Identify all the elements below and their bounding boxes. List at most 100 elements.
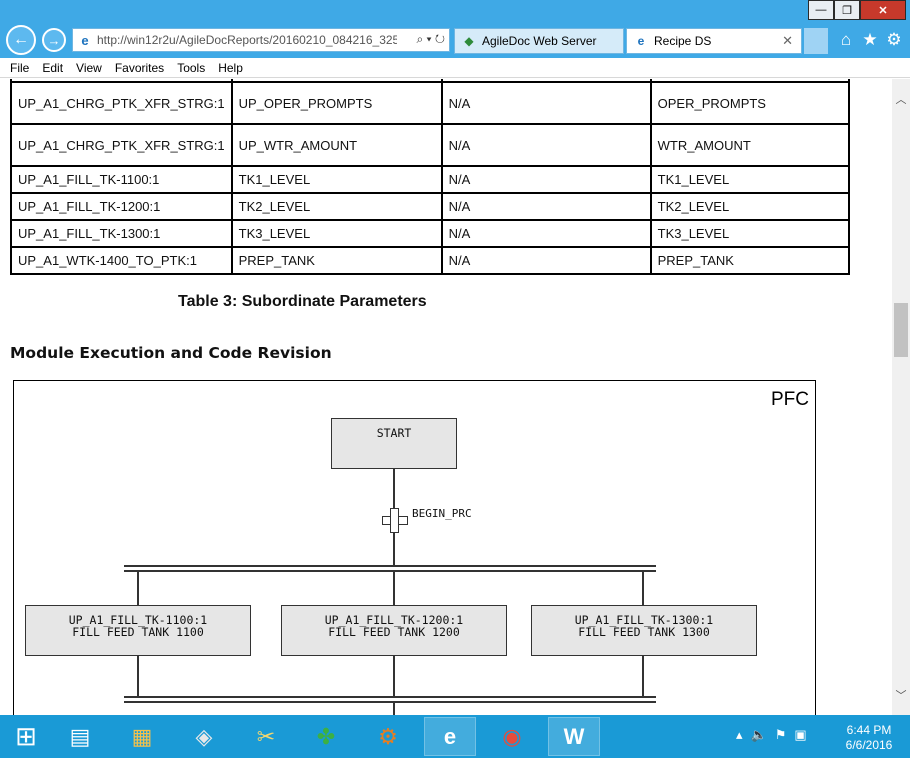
- tools-icon[interactable]: ✂: [256, 723, 276, 749]
- back-button[interactable]: ←: [6, 25, 36, 55]
- step-label: START: [376, 426, 412, 440]
- address-actions[interactable]: ⌕ ▾ ↻: [416, 32, 445, 46]
- menu-tools[interactable]: Tools: [177, 60, 206, 75]
- table-cell: TK1_LEVEL: [649, 165, 851, 194]
- pfc-connector: [393, 703, 395, 715]
- pfc-start-step[interactable]: START: [331, 418, 457, 469]
- table-cell: TK3_LEVEL: [230, 219, 443, 248]
- table-cell: PREP_TANK: [230, 246, 443, 275]
- menu-view[interactable]: View: [76, 60, 102, 75]
- table-cell: UP_OPER_PROMPTS: [230, 81, 443, 125]
- pfc-diagram: PFC START BEGIN_PRC UP_A1_FILL_TK-1100:1…: [13, 380, 816, 715]
- table-row: UP_A1_FILL_TK-1100:1 TK1_LEVEL N/A TK1_L…: [10, 165, 851, 194]
- pfc-label: PFC: [771, 389, 809, 410]
- table-cell: UP_A1_FILL_TK-1300:1: [10, 219, 233, 248]
- menu-edit[interactable]: Edit: [42, 60, 64, 75]
- windows-start-icon[interactable]: ⊞: [15, 721, 37, 751]
- table-cell: UP_A1_CHRG_PTK_XFR_STRG:1: [10, 81, 233, 125]
- pfc-divergence-bar: [124, 570, 656, 572]
- deltav-icon[interactable]: ✤: [316, 723, 336, 749]
- table-cell: N/A: [440, 81, 652, 125]
- pfc-connector: [393, 656, 395, 696]
- section-heading: Module Execution and Code Revision: [10, 344, 332, 362]
- network-icon[interactable]: ⚑: [774, 727, 787, 742]
- file-explorer-icon[interactable]: ▦: [131, 723, 153, 749]
- table-cell: TK3_LEVEL: [649, 219, 851, 248]
- forward-arrow-icon: →: [47, 32, 61, 48]
- step-description: FILL FEED TANK 1100: [72, 625, 204, 639]
- table-cell: UP_WTR_AMOUNT: [230, 123, 443, 167]
- close-window-button[interactable]: ✕: [860, 0, 906, 20]
- pfc-connector: [137, 656, 139, 696]
- table-cell: N/A: [440, 246, 652, 275]
- menu-bar: File Edit View Favorites Tools Help: [0, 58, 910, 78]
- table-cell: UP_A1_CHRG_PTK_XFR_STRG:1: [10, 123, 233, 167]
- pfc-divergence-bar: [124, 565, 656, 567]
- scroll-thumb[interactable]: [894, 303, 908, 357]
- agiledoc-icon: ◆: [464, 34, 474, 48]
- table-row: UP_A1_CHRG_PTK_XFR_STRG:1 UP_OPER_PROMPT…: [10, 81, 851, 125]
- table-cell: TK1_LEVEL: [230, 165, 443, 194]
- scroll-down-icon[interactable]: ﹀: [895, 690, 907, 702]
- address-url[interactable]: http://win12r2u/AgileDocReports/20160210…: [97, 33, 397, 47]
- table-cell: OPER_PROMPTS: [649, 81, 851, 125]
- table-row: UP_A1_CHRG_PTK_XFR_STRG:1 UP_WTR_AMOUNT …: [10, 123, 851, 167]
- table-cell: UP_A1_FILL_TK-1200:1: [10, 192, 233, 221]
- menu-help[interactable]: Help: [218, 60, 243, 75]
- table-cell: N/A: [440, 165, 652, 194]
- table-cell: N/A: [440, 219, 652, 248]
- word-icon[interactable]: W: [548, 717, 600, 756]
- tab-close-icon[interactable]: ✕: [782, 33, 793, 48]
- pfc-connector: [642, 656, 644, 696]
- server-manager-icon[interactable]: ▤: [69, 723, 91, 749]
- step-description: FILL FEED TANK 1200: [328, 625, 460, 639]
- system-tray: ▴ 🔈 ⚑ ▣: [736, 727, 807, 743]
- table-cell: WTR_AMOUNT: [649, 123, 851, 167]
- table-cell: N/A: [440, 123, 652, 167]
- table-caption: Table 3: Subordinate Parameters: [178, 293, 427, 310]
- back-arrow-icon: ←: [13, 31, 29, 48]
- maximize-button[interactable]: ❐: [834, 0, 860, 20]
- chrome-icon[interactable]: ◉: [502, 723, 522, 749]
- volume-icon[interactable]: 🔈: [750, 727, 767, 742]
- menu-favorites[interactable]: Favorites: [114, 60, 165, 75]
- home-icon[interactable]: ⌂: [840, 30, 852, 49]
- action-center-icon[interactable]: ▣: [794, 727, 807, 742]
- show-hidden-icons-icon[interactable]: ▴: [736, 727, 743, 742]
- tab-agiledoc-web-server[interactable]: ◆ AgileDoc Web Server: [454, 28, 624, 54]
- gear-icon[interactable]: ⚙: [886, 30, 902, 49]
- new-tab-button[interactable]: [804, 28, 828, 54]
- scroll-up-icon[interactable]: ︿: [895, 94, 907, 106]
- menu-file[interactable]: File: [10, 60, 30, 75]
- tab-recipe-ds[interactable]: e Recipe DS ✕: [626, 28, 802, 54]
- pfc-step-fill-tk-1300[interactable]: UP_A1_FILL_TK-1300:1 FILL FEED TANK 1300: [531, 605, 757, 656]
- vertical-scrollbar[interactable]: ︿ ﹀: [892, 79, 910, 715]
- pfc-connector: [642, 572, 644, 605]
- taskbar-clock[interactable]: 6:44 PM 6/6/2016: [836, 723, 902, 753]
- favorites-star-icon[interactable]: ★: [862, 30, 878, 49]
- browser-navbar: ← → e http://win12r2u/AgileDocReports/20…: [0, 22, 910, 58]
- pfc-convergence-bar: [124, 701, 656, 703]
- step-label: UP_A1_FILL_TK-1200:1: [324, 613, 464, 627]
- table-cell: TK2_LEVEL: [230, 192, 443, 221]
- pfc-connector: [393, 572, 395, 605]
- page-content: UP_A1_CHRG_PTK_XFR_STRG:1 UP_OPER_PROMPT…: [0, 79, 892, 715]
- pfc-convergence-bar: [124, 696, 656, 698]
- minimize-button[interactable]: —: [808, 0, 834, 20]
- pfc-transition-bar: [390, 508, 399, 533]
- pfc-step-fill-tk-1100[interactable]: UP_A1_FILL_TK-1100:1 FILL FEED TANK 1100: [25, 605, 251, 656]
- ie-page-icon: e: [81, 32, 89, 48]
- pfc-step-fill-tk-1200[interactable]: UP_A1_FILL_TK-1200:1 FILL FEED TANK 1200: [281, 605, 507, 656]
- tab-label: AgileDoc Web Server: [482, 34, 597, 48]
- internet-explorer-icon[interactable]: e: [424, 717, 476, 756]
- configuration-icon[interactable]: ⚙: [378, 723, 398, 749]
- table-cell: PREP_TANK: [649, 246, 851, 275]
- tab-label: Recipe DS: [654, 34, 712, 48]
- table-row: UP_A1_FILL_TK-1300:1 TK3_LEVEL N/A TK3_L…: [10, 219, 851, 248]
- forward-button[interactable]: →: [42, 28, 66, 52]
- window-titlebar: — ❐ ✕: [0, 0, 910, 22]
- ie-icon: e: [637, 34, 645, 48]
- address-bar[interactable]: e http://win12r2u/AgileDocReports/201602…: [72, 28, 450, 52]
- clock-date: 6/6/2016: [845, 738, 893, 752]
- install-package-icon[interactable]: ◈: [195, 723, 213, 749]
